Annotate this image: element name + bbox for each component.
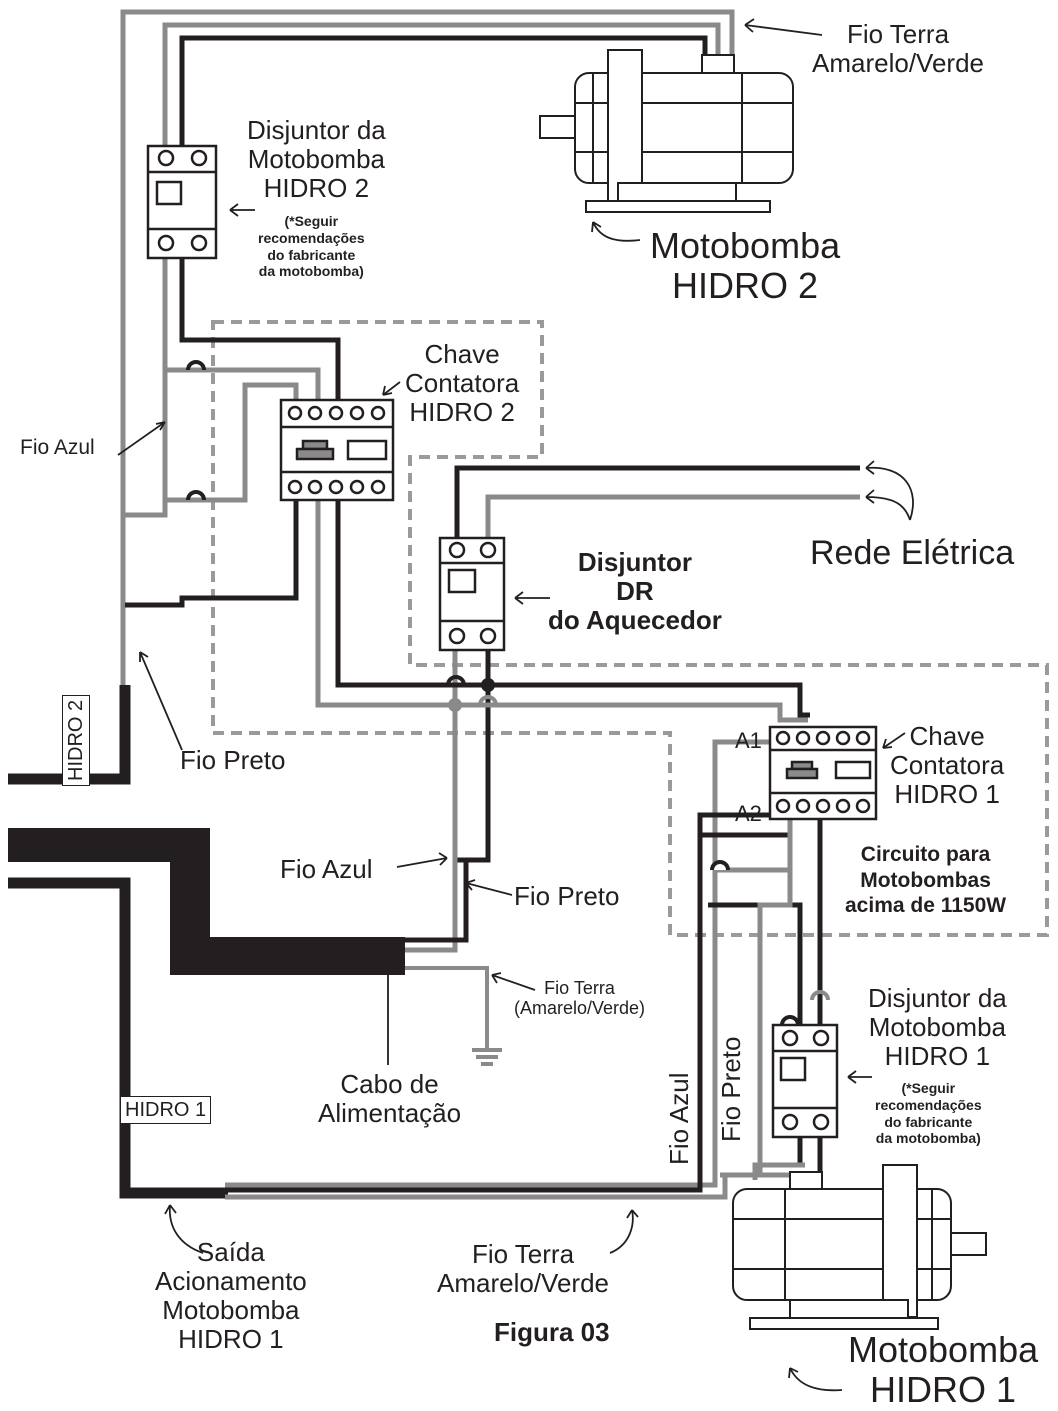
fio-azul-center-label: Fio Azul [280,854,373,884]
hidro2-tag: HIDRO 2 [62,694,90,786]
arrow-fio-azul-left [117,421,166,456]
arrow-rede-1 [865,460,914,521]
hidro2-black-return [125,495,299,608]
arrow-motobomba-hidro2 [591,221,641,242]
fio-preto-vertical-label: Fio Preto [716,1036,746,1143]
ground-symbol-icon [472,1048,502,1066]
arrow-fio-terra-cabo [491,972,536,991]
dashed-box-contatora-hidro2 [211,320,1049,937]
hidro1-ground-bottom [225,1172,795,1200]
arrow-motobomba-hidro1 [788,1367,843,1392]
rede-black-wire [454,465,860,540]
figura-label: Figura 03 [494,1317,610,1347]
contactor-hidro1 [768,725,878,821]
hidro1-tag: HIDRO 1 [120,1096,212,1124]
a1-label: A1 [735,728,762,753]
arrow-fio-terra-bottom [609,1209,639,1254]
arrow-fio-preto-left [139,651,183,751]
breaker-hidro1 [771,1023,839,1139]
rede-eletrica-label: Rede Elétrica [810,534,1015,572]
arrow-dr [514,591,550,605]
a1-gray-wire [225,739,770,1188]
motor-hidro2-icon [539,49,794,213]
motor-hidro1-icon [732,1164,987,1330]
hidro2-output-cable [8,685,131,785]
contactor-hidro2 [279,398,395,502]
arrow-cabo [381,954,395,1065]
cable-ground-wire [405,966,489,1050]
bus-black [338,682,810,718]
arrow-rede-2 [865,489,911,521]
arrow-disjuntor-hidro2 [229,203,255,217]
rede-gray-wire [485,494,860,540]
arrow-chave-hidro2 [382,381,401,396]
hidro2-ground-wire [120,9,735,690]
fio-preto-center-label: Fio Preto [514,881,620,911]
arrow-fio-terra-top [744,24,823,36]
hidro2-blue-wire [125,22,721,518]
hidro2-black-wire-top [179,35,708,150]
a2-label: A2 [735,801,762,826]
a2-black-wire [225,812,770,1193]
arrow-saida [164,1204,204,1254]
fio-terra-cabo-label: Fio Terra(Amarelo/Verde) [514,978,646,1019]
arrow-chave-hidro1 [882,732,906,749]
arrow-disjuntor-hidro1 [847,1070,872,1084]
arrow-fio-preto-center [465,879,513,896]
hidro1-output-cable [8,877,228,1199]
junction-dot [481,678,495,692]
breaker-dr [438,536,506,652]
dr-gray-out [405,650,458,953]
fio-azul-vertical-label: Fio Azul [664,1072,694,1166]
fio-azul-left-label: Fio Azul [20,436,95,459]
fio-preto-left-label: Fio Preto [180,745,286,775]
arrow-fio-azul-center [396,852,448,868]
power-cable [8,828,405,975]
breaker-hidro2 [146,144,218,260]
junction-dot [448,698,462,712]
bus-gray [318,702,808,723]
